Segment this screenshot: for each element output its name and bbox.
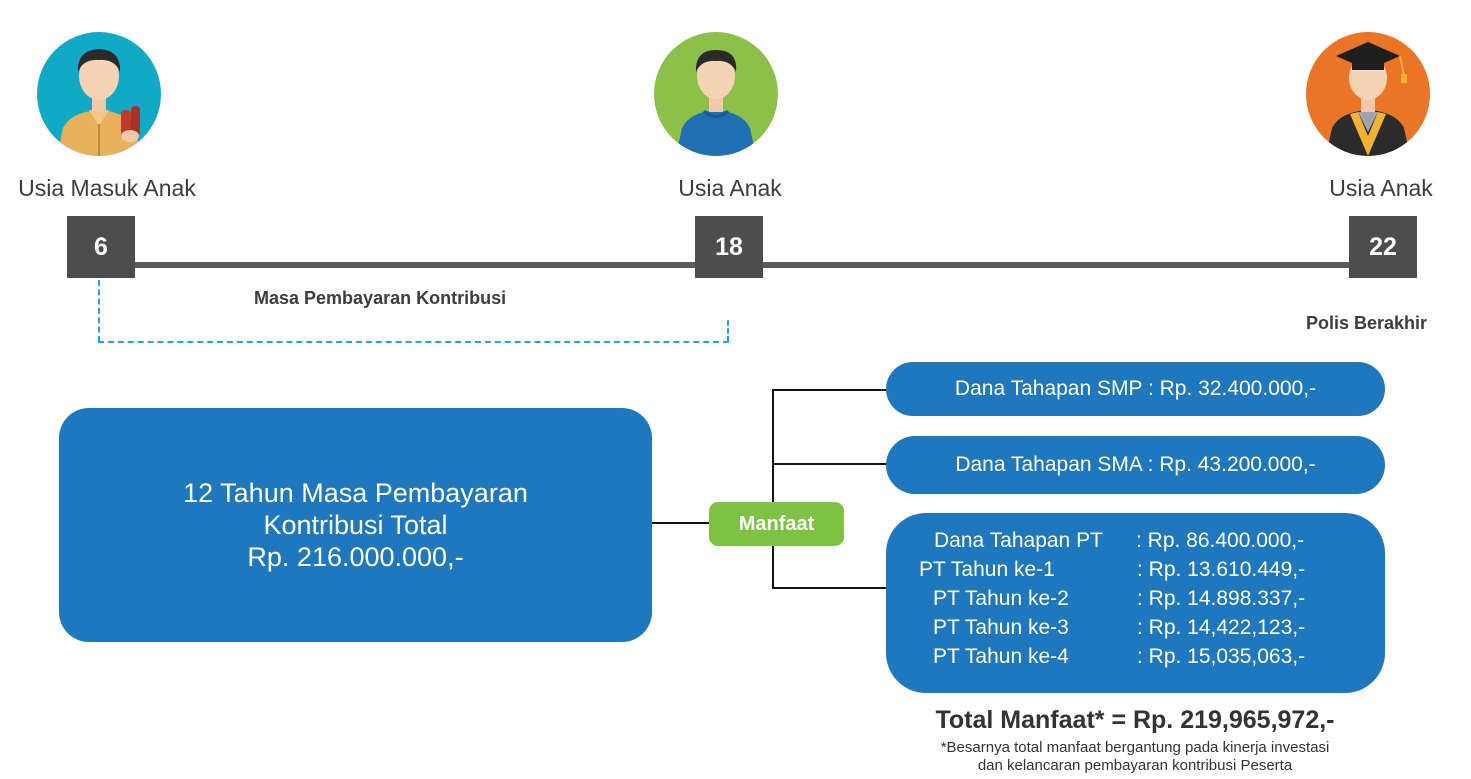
age-label-middle: Usia Anak — [678, 175, 782, 201]
benefit-pt-box: Dana Tahapan PT : Rp. 86.400.000,- PT Ta… — [886, 513, 1385, 693]
contribution-box: 12 Tahun Masa Pembayaran Kontribusi Tota… — [59, 408, 652, 642]
age-box-middle: 18 — [695, 216, 763, 278]
pt-row-value: : Rp. 15,035,063,- — [1137, 645, 1306, 668]
pt-row-name: PT Tahun ke-2 — [933, 587, 1069, 610]
pt-row-name: PT Tahun ke-4 — [933, 645, 1069, 668]
benefit-sma: Dana Tahapan SMA : Rp. 43.200.000,- — [886, 436, 1385, 494]
contribution-line-3: Rp. 216.000.000,- — [247, 542, 464, 572]
connector-main-to-badge — [652, 522, 709, 524]
contribution-line-1: 12 Tahun Masa Pembayaran — [183, 478, 528, 508]
pt-row-value: : Rp. 13.610.449,- — [1137, 558, 1306, 581]
contribution-line-2: Kontribusi Total — [263, 510, 448, 540]
child-avatar — [37, 32, 161, 156]
payment-bracket-bottom — [98, 341, 729, 343]
graduate-avatar — [1306, 32, 1430, 156]
pt-row: PT Tahun ke-2 : Rp. 14.898.337,- — [886, 587, 1385, 611]
pt-row-value: : Rp. 86.400.000,- — [1136, 529, 1305, 552]
pt-row: PT Tahun ke-1 : Rp. 13.610.449,- — [886, 558, 1385, 582]
pt-row-value: : Rp. 14,422,123,- — [1137, 616, 1306, 639]
payment-bracket-right — [727, 320, 729, 342]
manfaat-badge: Manfaat — [709, 502, 844, 546]
footnote-line-1: *Besarnya total manfaat bergantung pada … — [940, 739, 1330, 756]
teen-icon — [654, 32, 778, 156]
payment-period-label: Masa Pembayaran Kontribusi — [254, 288, 507, 308]
footnote-line-2: dan kelancaran pembayaran kontribusi Pes… — [977, 757, 1293, 774]
pt-row-value: : Rp. 14.898.337,- — [1137, 587, 1306, 610]
teen-avatar — [654, 32, 778, 156]
connector-branch-sma — [772, 463, 886, 465]
child-icon — [37, 32, 161, 156]
pt-row-name: Dana Tahapan PT — [934, 529, 1103, 552]
payment-bracket-left — [98, 280, 100, 342]
age-label-start: Usia Masuk Anak — [18, 175, 196, 201]
policy-end-label: Polis Berakhir — [1306, 313, 1428, 333]
pt-row-name: PT Tahun ke-3 — [933, 616, 1069, 639]
total-benefit: Total Manfaat* = Rp. 219,965,972,- — [935, 706, 1335, 734]
pt-row-name: PT Tahun ke-1 — [919, 558, 1055, 581]
footnote: *Besarnya total manfaat bergantung pada … — [870, 739, 1400, 775]
pt-row: PT Tahun ke-3 : Rp. 14,422,123,- — [886, 616, 1385, 640]
connector-trunk — [772, 389, 774, 589]
connector-branch-smp — [772, 389, 886, 391]
graduate-icon — [1306, 32, 1430, 156]
pt-row: Dana Tahapan PT : Rp. 86.400.000,- — [886, 529, 1385, 553]
age-box-start: 6 — [67, 216, 135, 278]
pt-row: PT Tahun ke-4 : Rp. 15,035,063,- — [886, 645, 1385, 669]
connector-branch-pt — [772, 587, 886, 589]
age-box-end: 22 — [1349, 216, 1417, 278]
benefit-smp: Dana Tahapan SMP : Rp. 32.400.000,- — [886, 362, 1385, 416]
age-label-end: Usia Anak — [1329, 175, 1433, 201]
